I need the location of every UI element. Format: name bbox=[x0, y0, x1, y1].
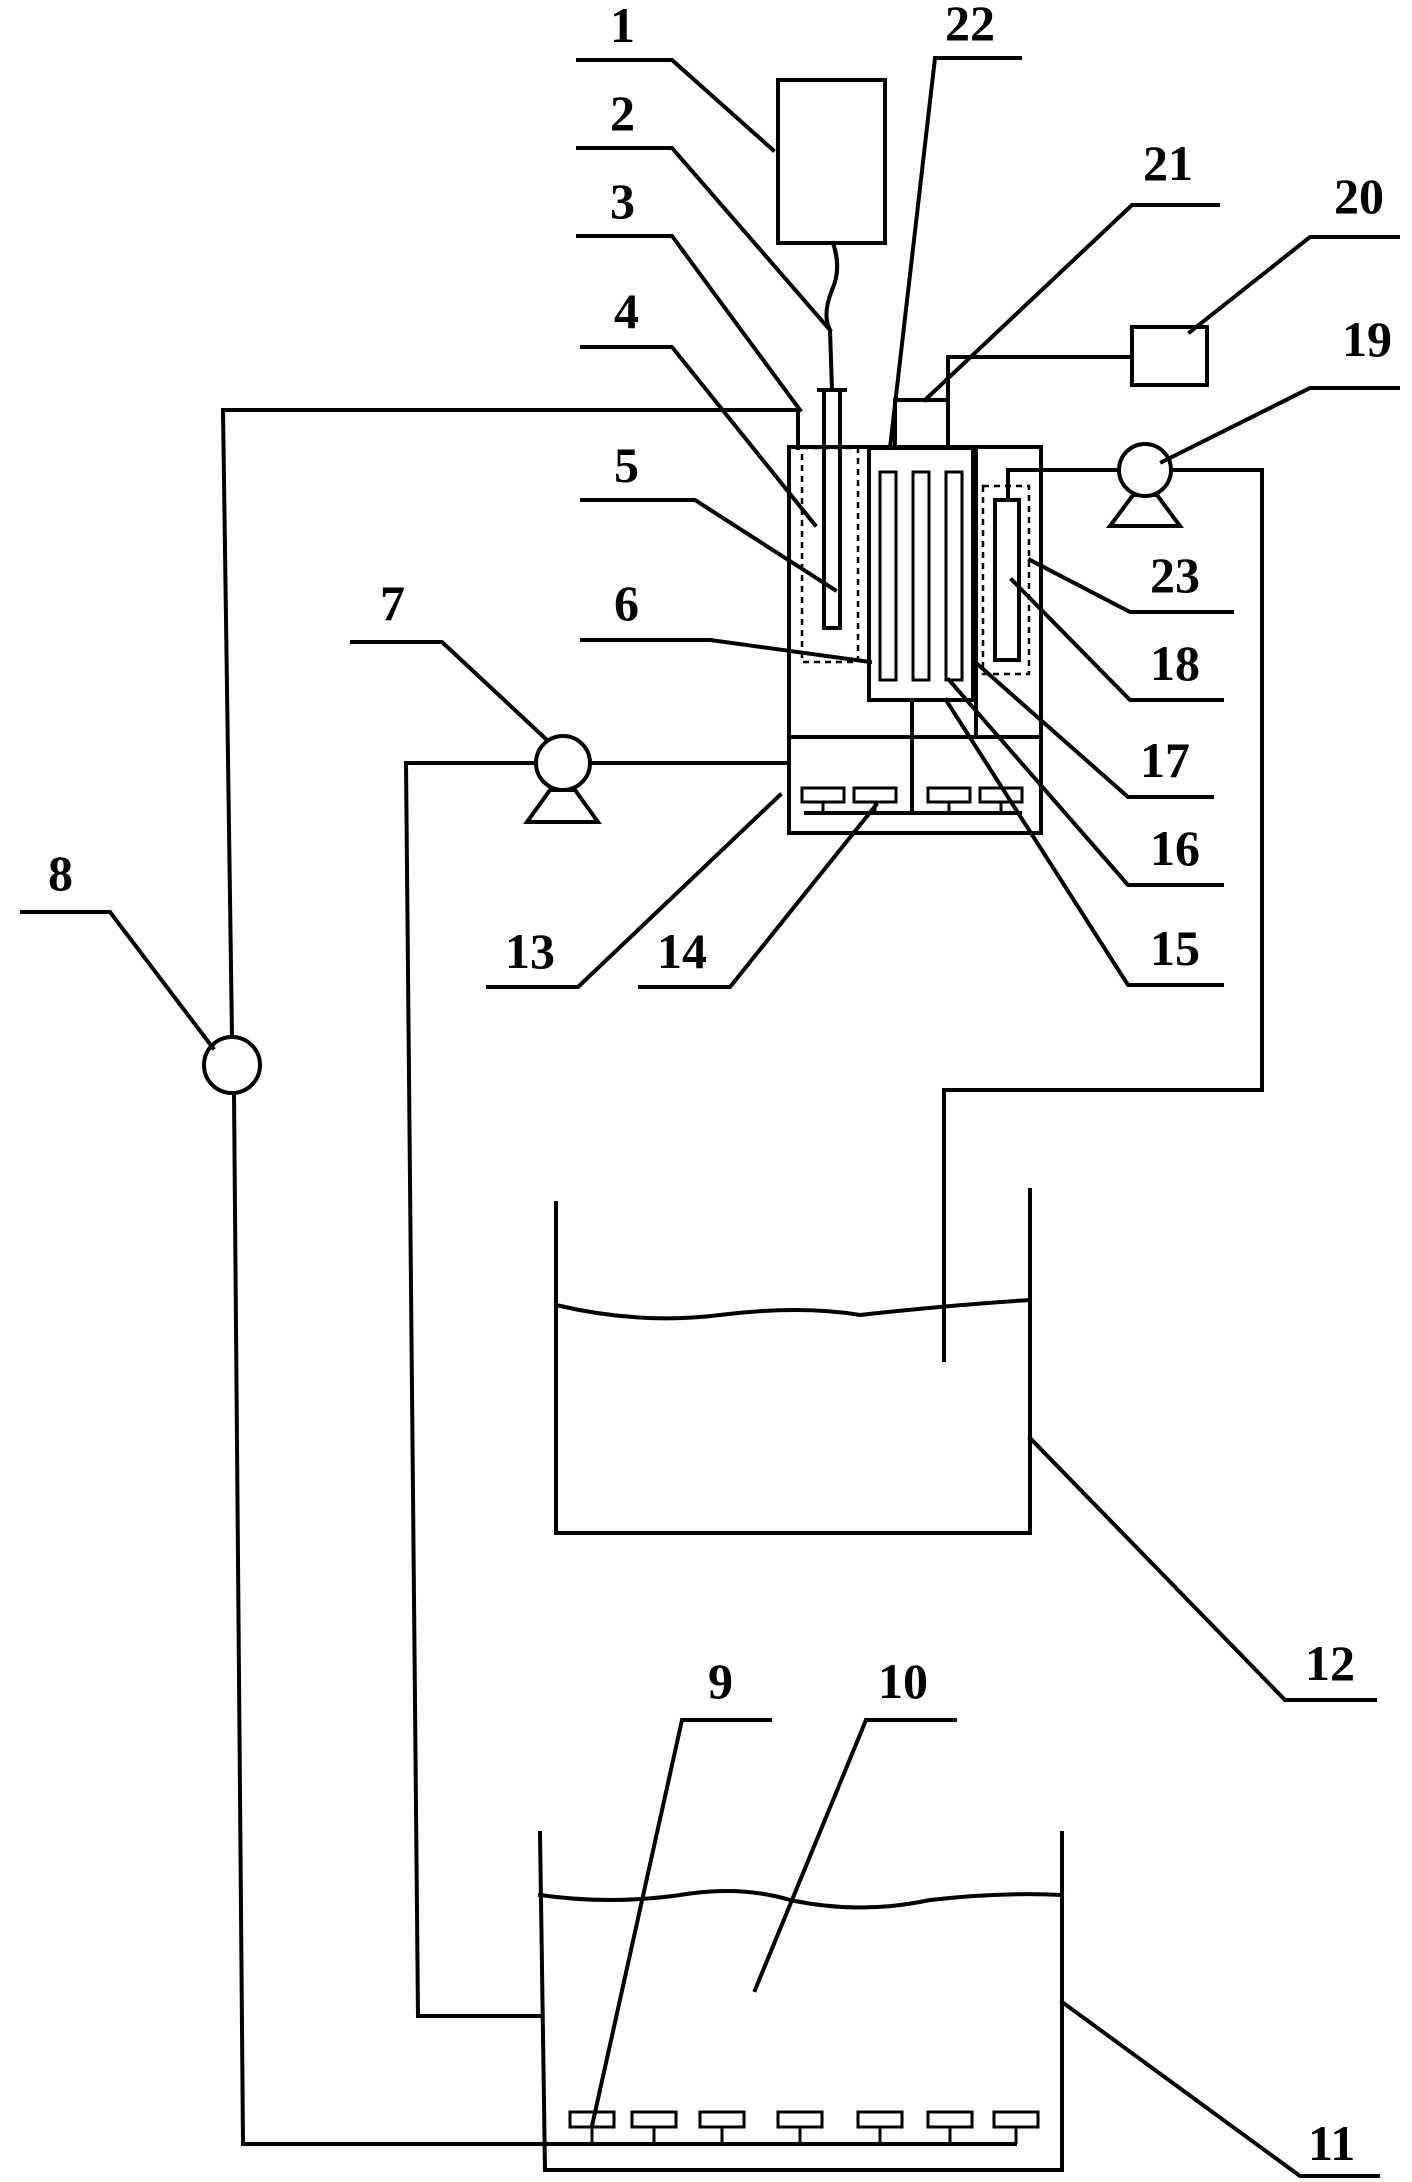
meter-box bbox=[1130, 325, 1209, 387]
label-22: 22 bbox=[945, 0, 995, 51]
probe-sleeve bbox=[800, 446, 860, 664]
label-4: 4 bbox=[614, 283, 639, 339]
label-17: 17 bbox=[1140, 732, 1190, 788]
outlet-pipe bbox=[893, 398, 950, 450]
reactor-vessel bbox=[787, 445, 1043, 835]
label-7: 7 bbox=[380, 575, 405, 631]
heater-element bbox=[993, 498, 1021, 662]
label-10: 10 bbox=[878, 1653, 928, 1709]
probe-tube bbox=[822, 388, 842, 630]
heater-sleeve bbox=[981, 484, 1031, 676]
air-line-upper bbox=[220, 408, 800, 1040]
membrane-module bbox=[867, 446, 975, 739]
pump-7 bbox=[523, 734, 602, 824]
label-13: 13 bbox=[505, 923, 555, 979]
label-23: 23 bbox=[1150, 547, 1200, 603]
label-21: 21 bbox=[1143, 135, 1193, 191]
membrane-frame bbox=[867, 446, 975, 702]
label-15: 15 bbox=[1150, 920, 1200, 976]
probe-assembly bbox=[800, 388, 860, 664]
tank12-water-surface bbox=[553, 1297, 1033, 1321]
label-14: 14 bbox=[657, 923, 707, 979]
label-1: 1 bbox=[610, 0, 635, 53]
label-20: 20 bbox=[1334, 168, 1384, 224]
label-6: 6 bbox=[614, 575, 639, 631]
label-19: 19 bbox=[1342, 311, 1392, 367]
label-9: 9 bbox=[708, 1653, 733, 1709]
recirculation-pipe bbox=[1006, 468, 1132, 502]
label-16: 16 bbox=[1150, 820, 1200, 876]
controller-cable bbox=[824, 240, 840, 393]
reactor-diffusers bbox=[800, 735, 1024, 815]
pump19-to-tank12-pipe bbox=[942, 468, 1264, 1362]
label-5: 5 bbox=[614, 437, 639, 493]
membrane-sheet bbox=[911, 470, 931, 682]
air-line-lower bbox=[231, 1090, 1017, 2146]
membrane-sheet bbox=[878, 470, 898, 682]
label-12: 12 bbox=[1305, 1635, 1355, 1691]
tank-12 bbox=[554, 1188, 1032, 1535]
membrane-sheet bbox=[944, 470, 964, 682]
tank11-water-surface bbox=[537, 1889, 1065, 1910]
controller-box bbox=[776, 78, 887, 245]
label-8: 8 bbox=[48, 845, 73, 901]
leader-lines bbox=[20, 56, 1400, 2178]
tank11-to-pump7-pipe bbox=[403, 761, 542, 2018]
label-2: 2 bbox=[610, 85, 635, 141]
label-3: 3 bbox=[610, 173, 635, 229]
label-18: 18 bbox=[1150, 635, 1200, 691]
tank11-diffusers bbox=[568, 2110, 1040, 2144]
label-11: 11 bbox=[1308, 2115, 1355, 2171]
part-labels: 1 2 3 4 5 6 7 8 9 10 11 12 13 14 15 16 1… bbox=[48, 0, 1392, 2171]
